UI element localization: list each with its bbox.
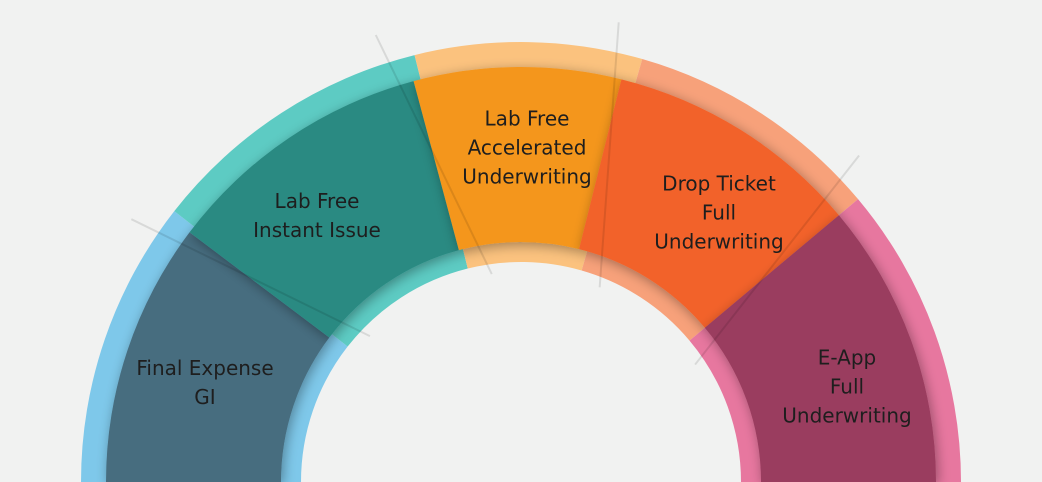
fold-line-3 bbox=[598, 22, 620, 288]
segment-label-e-app-full-underwriting: E-App Full Underwriting bbox=[782, 345, 912, 428]
fold-line-4 bbox=[694, 154, 860, 366]
segment-core-lab-free-accelerated-underwriting bbox=[413, 67, 622, 251]
segment-core-final-expense-gi bbox=[106, 232, 330, 482]
fold-lines bbox=[130, 22, 860, 366]
segment-core-e-app-full-underwriting bbox=[704, 215, 936, 482]
segment-label-lab-free-instant-issue: Lab Free Instant Issue bbox=[253, 189, 381, 242]
segment-label-lab-free-accelerated-underwriting: Lab Free Accelerated Underwriting bbox=[462, 106, 592, 189]
segment-core-lab-free-instant-issue bbox=[189, 81, 459, 338]
segment-core-drop-ticket-full-underwriting bbox=[579, 79, 839, 328]
segment-label-drop-ticket-full-underwriting: Drop Ticket Full Underwriting bbox=[654, 171, 784, 254]
segment-label-final-expense-gi: Final Expense GI bbox=[136, 356, 274, 409]
fold-line-1 bbox=[130, 218, 371, 338]
inner-segments bbox=[106, 67, 936, 482]
fold-line-2 bbox=[374, 34, 493, 275]
